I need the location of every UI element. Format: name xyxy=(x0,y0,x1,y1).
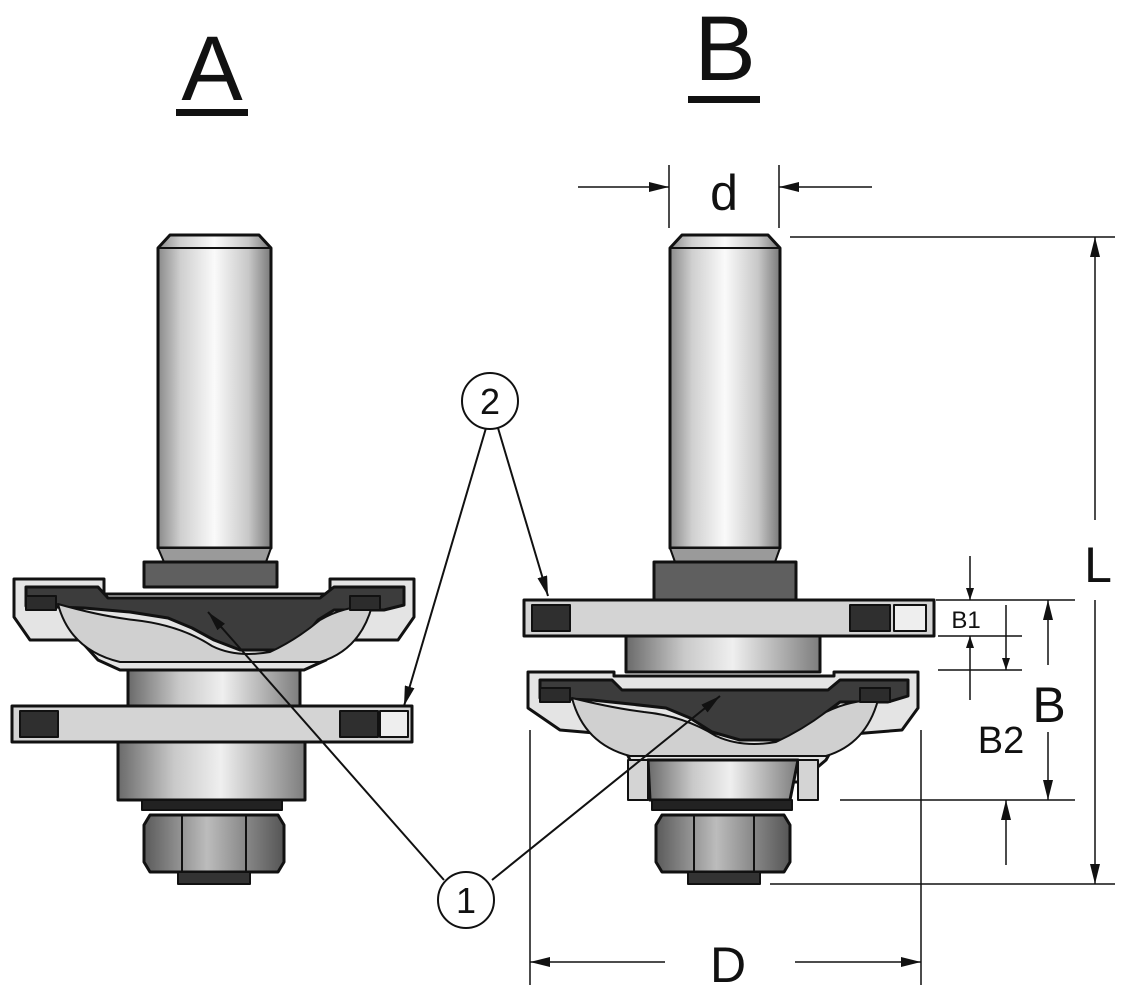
variant-a-label: A xyxy=(181,18,243,120)
shank-b xyxy=(668,233,782,563)
shank-a xyxy=(156,233,273,563)
collar-a xyxy=(142,560,279,589)
hub-b xyxy=(624,634,822,674)
router-bit-b xyxy=(522,233,936,885)
callout-1: 1 xyxy=(437,871,495,929)
dimension-lines xyxy=(529,165,1115,985)
bearing-plate-b xyxy=(522,598,936,638)
dimension-b1-label: B1 xyxy=(951,607,980,634)
cutter-a xyxy=(12,577,416,672)
variant-b-title: B xyxy=(688,0,760,103)
callout-1-label: 1 xyxy=(456,880,476,921)
lower-hub-b xyxy=(646,758,800,802)
variant-a-title: A xyxy=(176,18,248,120)
router-bit-a xyxy=(10,233,416,885)
dimension-b2-label: B2 xyxy=(978,720,1024,762)
callout-2-label: 2 xyxy=(480,381,500,422)
collar-b xyxy=(652,560,798,602)
variant-b-label: B xyxy=(694,0,755,100)
cutter-b xyxy=(526,670,920,784)
dimension-l-label: L xyxy=(1084,537,1112,593)
bearing-plate-a xyxy=(10,704,414,744)
dimension-b-label: B xyxy=(1032,677,1065,733)
nut-b xyxy=(654,813,792,885)
dimension-d-large-label: D xyxy=(710,937,746,993)
callout-leaders xyxy=(207,427,721,881)
lower-hub-a xyxy=(116,740,307,802)
callout-2: 2 xyxy=(461,372,519,430)
dimension-d-label: d xyxy=(710,165,738,221)
nut-a xyxy=(142,813,286,885)
